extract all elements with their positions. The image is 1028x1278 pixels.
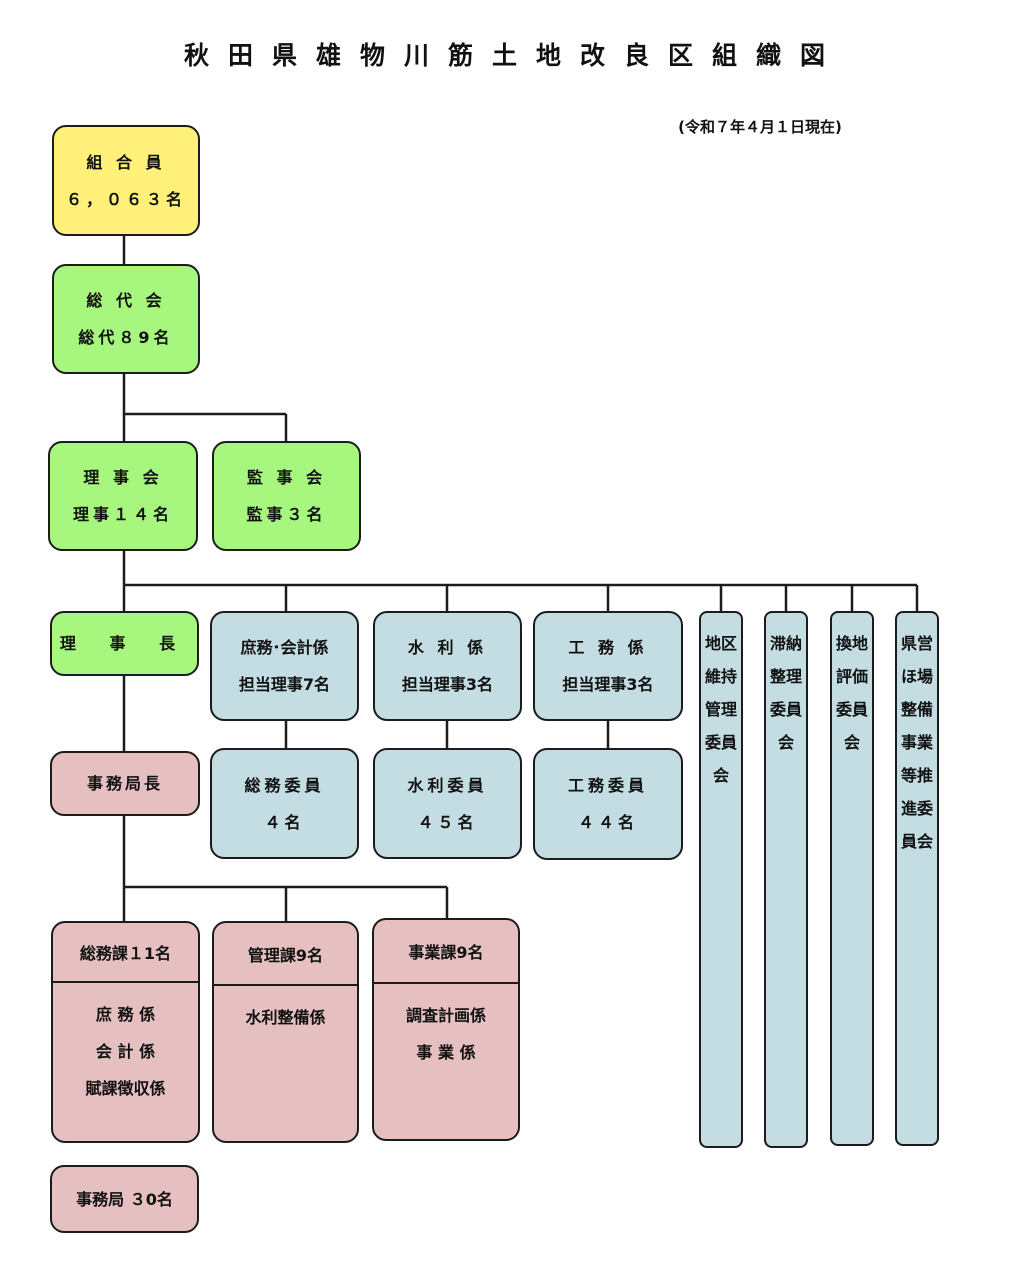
board-box: 理 事 会 理事１４名 <box>48 441 198 551</box>
as-of-date: (令和７年４月１日現在) <box>678 118 842 136</box>
section-box-management: 管理課9名 水利整備係 <box>212 921 359 1143</box>
director-title: 庶務･会計係 <box>240 638 329 657</box>
section-unit: 賦課徴収係 <box>85 1079 166 1098</box>
section-name: 管理課9名 <box>214 923 357 986</box>
committee-box-water: 水利委員 ４５名 <box>373 748 522 859</box>
office-label: 事務局 ３0名 <box>76 1189 173 1209</box>
section-unit: 水利整備係 <box>245 1008 326 1027</box>
members-box: 組 合 員 ６，０６３名 <box>52 125 200 236</box>
auditors-label: 監 事 会 <box>246 468 327 487</box>
vertical-committee-maintenance: 地区維持管理委員会 <box>699 611 743 1148</box>
director-title: 工 務 係 <box>568 638 648 657</box>
committee-count: ４５名 <box>417 812 478 832</box>
board-label: 理 事 会 <box>83 468 163 487</box>
vertical-committee-label: 換地評価委員会 <box>835 634 868 752</box>
director-count: 担当理事3名 <box>562 675 654 694</box>
vertical-committee-arrears: 滞納整理委員会 <box>764 611 808 1148</box>
section-unit: 庶 務 係 <box>95 1005 156 1024</box>
section-unit: 事 業 係 <box>416 1043 476 1062</box>
director-count: 担当理事7名 <box>238 675 331 694</box>
office-box: 事務局 ３0名 <box>50 1165 199 1233</box>
director-title: 水 利 係 <box>407 638 488 657</box>
section-unit: 調査計画係 <box>405 1006 486 1025</box>
vertical-committee-replotting: 換地評価委員会 <box>830 611 874 1146</box>
director-count: 担当理事3名 <box>401 675 494 694</box>
committee-count: ４名 <box>264 812 305 832</box>
general-assembly-label: 総 代 会 <box>86 291 166 310</box>
page-title: 秋田県雄物川筋土地改良区組織図 <box>183 41 844 70</box>
section-box-projects: 事業課9名 調査計画係 事 業 係 <box>372 918 520 1141</box>
members-label: 組 合 員 <box>86 152 166 172</box>
general-assembly-count: 総代８9名 <box>78 328 174 347</box>
auditors-box: 監 事 会 監事３名 <box>212 441 361 551</box>
secretary-general-box: 事務局長 <box>50 751 200 816</box>
vertical-committee-label: 地区維持管理委員会 <box>704 634 737 785</box>
committee-title: 工務委員 <box>567 776 648 795</box>
committee-box-general: 総務委員 ４名 <box>210 748 359 859</box>
director-box-works: 工 務 係 担当理事3名 <box>533 611 683 721</box>
section-box-general-affairs: 総務課１1名 庶 務 係 会 計 係 賦課徴収係 <box>51 921 200 1143</box>
vertical-committee-label: 県営ほ場整備事業等推進委員会 <box>900 634 933 851</box>
director-box-water: 水 利 係 担当理事3名 <box>373 611 522 721</box>
members-count: ６，０６３名 <box>65 189 186 209</box>
auditors-count: 監事３名 <box>246 505 327 524</box>
vertical-committee-label: 滞納整理委員会 <box>769 634 802 752</box>
board-count: 理事１４名 <box>72 505 173 524</box>
committee-box-works: 工務委員 ４４名 <box>533 748 683 860</box>
secretary-general-label: 事務局長 <box>86 774 163 793</box>
chairman-label: 理 事 長 <box>59 634 190 653</box>
section-name: 総務課１1名 <box>53 923 198 983</box>
vertical-committee-farmland: 県営ほ場整備事業等推進委員会 <box>895 611 939 1146</box>
director-box-general: 庶務･会計係 担当理事7名 <box>210 611 359 721</box>
committee-title: 水利委員 <box>407 775 488 795</box>
general-assembly-box: 総 代 会 総代８9名 <box>52 264 200 374</box>
committee-count: ４４名 <box>577 813 638 832</box>
section-unit: 会 計 係 <box>95 1042 156 1061</box>
chairman-box: 理 事 長 <box>50 611 199 676</box>
section-name: 事業課9名 <box>374 920 518 984</box>
committee-title: 総務委員 <box>244 775 325 795</box>
